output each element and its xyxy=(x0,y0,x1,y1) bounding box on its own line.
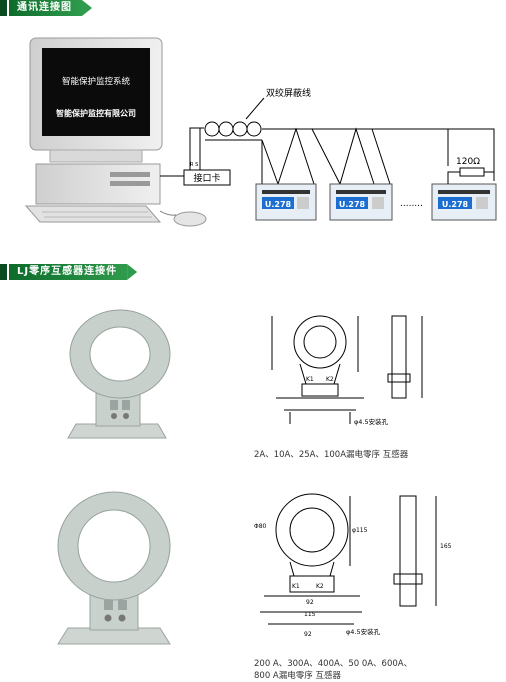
ct1-hole-label: φ4.5安装孔 xyxy=(354,417,389,426)
svg-text:K1: K1 xyxy=(292,583,300,590)
svg-text:U.278: U.278 xyxy=(265,200,292,209)
bus-lines xyxy=(261,127,391,186)
svg-text:165: 165 xyxy=(440,543,452,550)
svg-text:Φ80: Φ80 xyxy=(254,523,267,530)
svg-text:U.278: U.278 xyxy=(442,200,469,209)
ct2-caption-line1: 200 A、300A、400A、50 0A、600A、 xyxy=(254,659,413,669)
monitor-device-1: U.278 xyxy=(255,183,317,221)
section-banner-ct: LJ零序互感器连接件 xyxy=(0,264,138,280)
ct-drawing-small: K1 K2 φ4.5安装孔 xyxy=(271,315,423,426)
monitor-text: 智能保护监控系统 xyxy=(62,76,131,87)
svg-text:K2: K2 xyxy=(326,376,334,383)
continuation-dots: ........ xyxy=(400,199,423,209)
svg-text:92: 92 xyxy=(306,599,314,606)
interface-card-label: 接口卡 xyxy=(193,172,220,184)
ct2-caption-line2: 800 A漏电零序 互感器 xyxy=(254,671,341,681)
cable-label: 双绞屏蔽线 xyxy=(266,87,311,99)
section-title: 通讯连接图 xyxy=(9,0,82,16)
resistor-label: 120Ω xyxy=(456,157,480,167)
ct2-hole-label: φ4.5安装孔 xyxy=(346,627,381,636)
section-banner-communication: 通讯连接图 xyxy=(0,0,92,16)
communication-diagram: 智能保护监控系统 智能保护监控有限公司 接口卡 R S 双绞屏蔽线 U.278 xyxy=(24,37,497,227)
section-title: LJ零序互感器连接件 xyxy=(9,264,128,280)
svg-text:φ115: φ115 xyxy=(352,527,368,534)
company-text: 智能保护监控有限公司 xyxy=(56,108,136,118)
terminating-resistor xyxy=(447,129,494,184)
interface-card xyxy=(183,169,231,186)
svg-text:R S: R S xyxy=(190,162,198,168)
svg-text:U.278: U.278 xyxy=(339,200,366,209)
ct-drawing-large: Φ80 φ115 K1 K2 92 115 92 165 φ4.5安装孔 xyxy=(254,493,452,638)
ct1-caption: 2A、10A、25A、100A漏电零序 互感器 xyxy=(254,450,409,460)
monitor-device-2: U.278 xyxy=(329,183,393,221)
ct-photo-large xyxy=(57,491,171,645)
svg-text:92: 92 xyxy=(304,631,312,638)
computer: 智能保护监控系统 智能保护监控有限公司 xyxy=(24,37,207,227)
svg-text:K1: K1 xyxy=(306,376,314,383)
ct-photo-small xyxy=(67,309,171,439)
svg-text:K2: K2 xyxy=(316,583,324,590)
svg-text:115: 115 xyxy=(304,611,316,618)
monitor-device-3: U.278 xyxy=(431,183,497,221)
twisted-cable xyxy=(189,121,495,181)
